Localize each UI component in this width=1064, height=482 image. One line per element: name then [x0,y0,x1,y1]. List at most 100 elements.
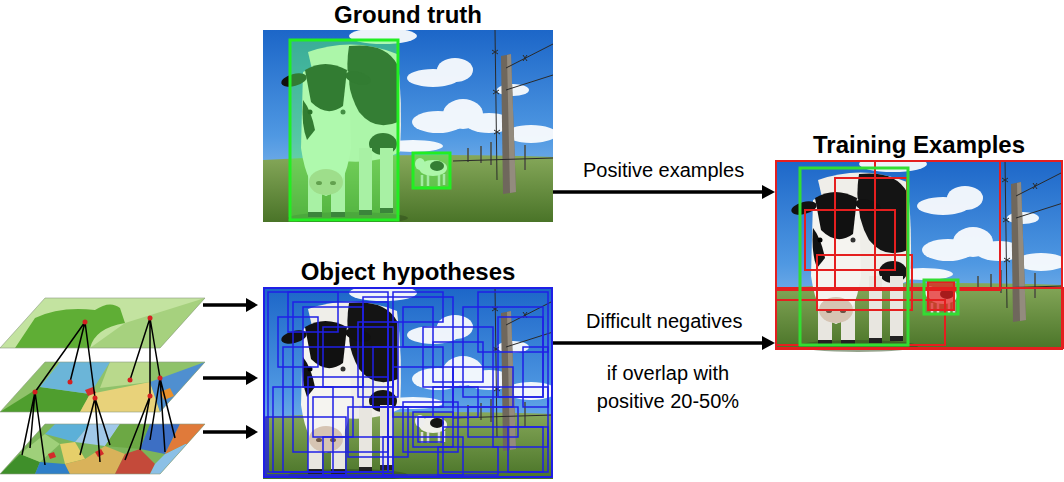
illustration-shape [203,305,248,432]
illustration-shape [413,153,450,188]
illustration-shape [433,387,478,417]
illustration-shape [22,392,45,465]
illustration-shape [523,347,548,407]
illustration-shape [22,318,175,465]
illustration-shape [263,287,553,479]
image-panel: Ground truth [263,30,553,222]
illustration-shape [264,288,552,477]
illustration-shape [508,427,548,472]
illustration-shape [775,160,1063,349]
illustration-shape [273,387,333,472]
illustration-shape [835,178,907,288]
illustration-shape [128,378,133,383]
illustration-shape [313,397,353,437]
illustration-shape [246,298,258,439]
illustration-shape [323,437,393,475]
illustration-shape [283,347,393,472]
hypotheses-image [263,285,557,481]
illustration-shape [203,303,248,307]
illustration-shape [805,210,895,270]
illustration-shape [148,316,153,321]
illustration-shape [15,304,125,348]
illustration-shape [288,292,338,332]
illustration-shape [478,292,548,352]
illustration-shape [125,396,150,460]
panel-heading: Ground truth [334,2,482,28]
illustration-shape [468,407,518,437]
illustration-shape [83,320,88,325]
illustration-shape [263,287,553,479]
illustration-shape [433,342,483,382]
illustration-shape [165,424,205,454]
illustration-shape [268,292,388,472]
illustration-shape [148,394,153,399]
illustration-shape [0,298,205,348]
illustration-shape [775,160,1064,352]
panel-heading: Object hypotheses [301,259,516,285]
ground-truth-image [263,28,557,224]
illustration-shape [363,297,453,407]
segmentation-layers [0,298,258,474]
panel-heading: Training Examples [813,132,1025,158]
illustration-shape [493,387,548,447]
illustration-shape [130,318,160,396]
illustration-shape [924,280,958,314]
illustration-shape [150,378,175,452]
illustration-shape [266,417,346,475]
illustration-shape [383,437,463,475]
image-panel: Training Examples [775,160,1063,350]
illustration-shape [0,298,205,348]
illustration-shape [348,407,408,457]
connector-arrow [553,185,775,199]
illustration-shape [100,362,150,388]
illustration-shape [358,322,398,397]
illustration-shape [203,430,248,434]
illustration-shape [263,30,553,222]
illustration-shape [418,417,443,442]
illustration-shape [246,298,258,312]
illustration-shape [776,161,1062,349]
illustration-shape [115,449,155,474]
illustration-shape [68,380,73,385]
illustration-shape [33,390,38,395]
illustration-shape [0,298,205,348]
illustration-shape [775,288,1063,348]
illustration-shape [0,362,205,412]
edge-label: Difficult negatives [586,310,742,333]
connector-arrow [553,336,775,350]
illustration-shape [800,168,908,345]
illustration-shape [303,307,363,387]
illustration-shape [0,362,205,412]
illustration-shape [0,362,205,412]
illustration-shape [246,371,258,385]
illustration-shape [35,322,95,398]
illustration-shape [775,160,1064,352]
illustration-shape [40,362,110,394]
image-panel: Object hypotheses [263,287,553,478]
illustration-shape [80,398,110,462]
illustration-shape [33,316,163,401]
edge-label: Positive examples [583,159,744,182]
illustration-shape [403,307,433,347]
illustration-shape [48,452,56,459]
illustration-shape [65,446,125,474]
illustration-shape [203,376,248,380]
illustration-shape [775,160,1000,290]
illustration-shape [928,282,954,310]
illustration-shape [246,425,258,439]
illustration-shape [266,292,548,475]
illustration-shape [150,444,205,474]
illustration-shape [278,317,318,367]
illustration-shape [263,30,553,222]
illustration-shape [158,376,163,381]
illustration-shape [498,317,543,397]
illustration-shape [93,396,98,401]
illustration-shape [817,255,912,310]
training-image [773,156,1064,352]
note-label: if overlap with positive 20-50% [578,359,758,415]
illustration-shape [0,362,205,412]
illustration-shape [35,462,70,474]
